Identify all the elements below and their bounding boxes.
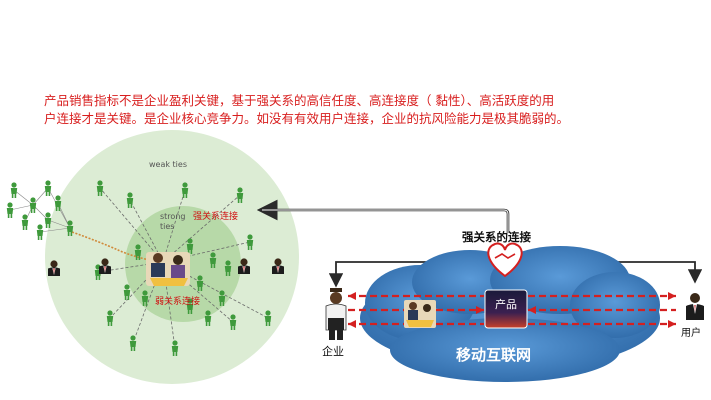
meeting-group-illustration	[146, 252, 190, 286]
weak-connection-label: 弱关系连接	[155, 297, 201, 307]
user-figure	[686, 293, 704, 320]
strong-connection-title: 强关系的连接	[462, 230, 531, 244]
intro-line-1: 产品销售指标不是企业盈利关键，基于强关系的高信任度、高连接度（ 黏性）、高活跃度…	[44, 93, 555, 108]
cloud-meeting-illustration	[404, 300, 436, 328]
enterprise-label: 企业	[322, 345, 344, 358]
chain-link	[71, 231, 161, 263]
strong-ties-label: strong ties	[160, 212, 186, 231]
product-label: 产品	[495, 298, 517, 311]
flow-arrowheads	[348, 292, 676, 328]
enterprise-figure	[325, 288, 347, 340]
intro-line-2: 户连接才是关键。是企业核心竞争力。如没有有效用户连接，企业的抗风险能力是极其脆弱…	[44, 111, 570, 126]
user-label: 用户	[681, 328, 701, 339]
weak-ties-label: weak ties	[149, 160, 187, 169]
cloud-label: 移动互联网	[456, 346, 532, 364]
strong-connection-label: 强关系连接	[193, 212, 239, 222]
product-box	[484, 289, 528, 329]
return-arrow-inner	[262, 209, 509, 233]
handshake-heart-icon	[487, 242, 523, 278]
